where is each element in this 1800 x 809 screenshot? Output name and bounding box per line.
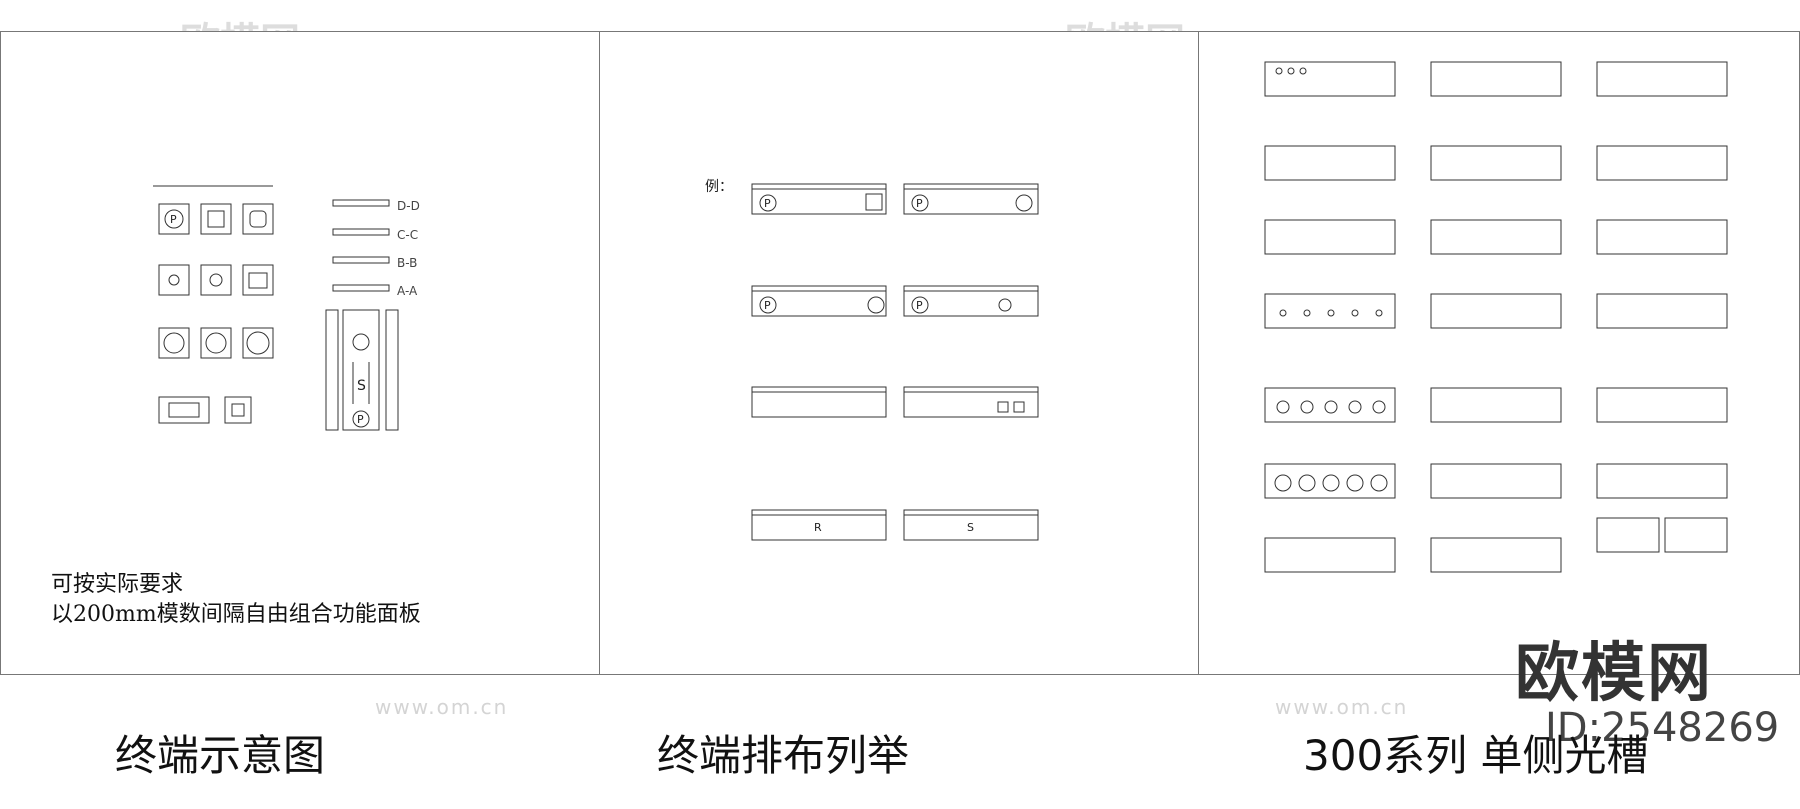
icon-s: S	[357, 378, 366, 394]
icon-p: P	[764, 197, 771, 210]
section-label: C-C	[397, 228, 418, 242]
caption-terminal-layouts: 终端排布列举	[657, 731, 910, 780]
watermark-id: ID:2548269	[1545, 705, 1780, 751]
panel-terminal-diagram: P P S D-D C-C B-B A-A 可按实际要求 以200mm模数间隔自…	[0, 31, 600, 675]
icon-p: P	[916, 197, 923, 210]
caption-300-series: 300系列 单侧光槽	[1303, 731, 1649, 780]
icon-p: P	[357, 413, 364, 426]
icon-p: P	[764, 299, 771, 312]
example-label: 例：	[705, 179, 733, 195]
section-label: A-A	[397, 284, 418, 298]
icon-s: S	[967, 521, 974, 534]
section-label: B-B	[397, 256, 417, 270]
icon-r: R	[814, 521, 822, 534]
layout-drawing: P P P P R S	[751, 183, 1039, 541]
caption-terminal-diagram: 终端示意图	[115, 731, 326, 780]
watermark-url: www.om.cn	[375, 695, 509, 719]
terminal-drawing: P P S D-D C-C B-B A-A	[153, 185, 420, 431]
icon-p: P	[170, 213, 177, 226]
note-line: 以200mm模数间隔自由组合功能面板	[51, 602, 421, 627]
section-label: D-D	[397, 199, 420, 213]
series-drawing	[1264, 61, 1728, 573]
panel-300-series	[1198, 31, 1800, 675]
watermark-brand: 欧模网	[1515, 637, 1713, 711]
icon-p: P	[916, 299, 923, 312]
note-line: 可按实际要求	[51, 572, 184, 597]
section-labels: D-D C-C B-B A-A	[397, 199, 420, 298]
panel-terminal-layouts: 例： P P P P R S	[599, 31, 1199, 675]
watermark-url: www.om.cn	[1275, 695, 1409, 719]
